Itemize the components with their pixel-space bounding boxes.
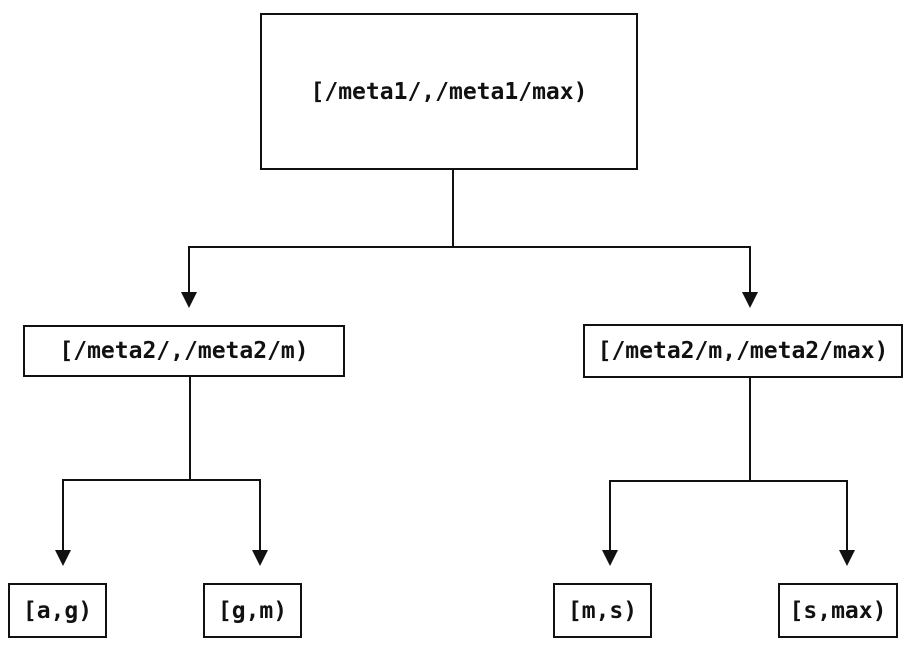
tree-node-root: [/meta1/,/meta1/max)	[260, 13, 638, 170]
tree-node-root-label: [/meta1/,/meta1/max)	[310, 78, 588, 105]
tree-node-meta2-lower: [/meta2/,/meta2/m)	[23, 325, 345, 377]
arrowhead-leaf3	[602, 550, 618, 566]
tree-node-meta2-upper-label: [/meta2/m,/meta2/max)	[597, 338, 889, 364]
tree-node-meta2-upper: [/meta2/m,/meta2/max)	[583, 324, 903, 378]
tree-leaf-s-max-label: [s,max)	[789, 597, 887, 624]
arrowhead-right-branch	[742, 292, 758, 308]
arrowhead-leaf2	[252, 550, 268, 566]
arrowhead-leaf1	[55, 550, 71, 566]
tree-leaf-a-g-label: [a,g)	[22, 597, 93, 624]
tree-leaf-g-m: [g,m)	[203, 583, 302, 638]
tree-leaf-m-s-label: [m,s)	[567, 597, 638, 624]
tree-node-meta2-lower-label: [/meta2/,/meta2/m)	[59, 338, 309, 364]
arrowhead-leaf4	[839, 550, 855, 566]
tree-leaf-g-m-label: [g,m)	[217, 597, 288, 624]
tree-leaf-a-g: [a,g)	[8, 583, 107, 638]
tree-leaf-s-max: [s,max)	[778, 583, 898, 638]
tree-leaf-m-s: [m,s)	[553, 583, 652, 638]
arrowhead-left-branch	[181, 292, 197, 308]
